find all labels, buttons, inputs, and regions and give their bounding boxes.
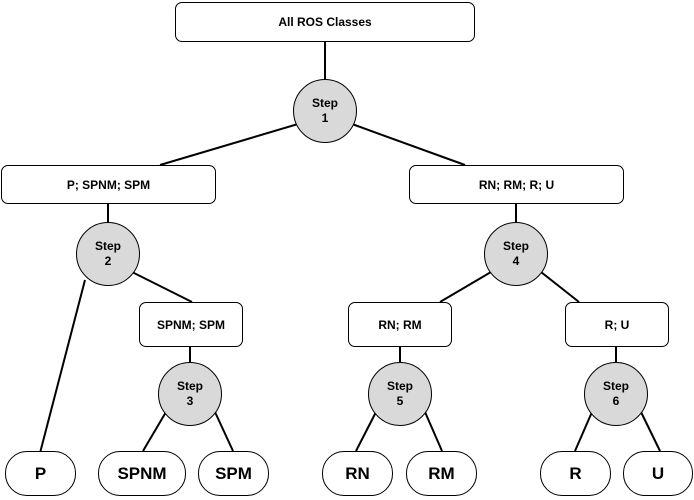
edge-step6-leaf-r <box>574 411 593 452</box>
group-p-spnm-spm-label: P; SPNM; SPM <box>66 177 151 192</box>
group-rn-rm-r-u: RN; RM; R; U <box>409 165 624 204</box>
leaf-rm-label: RM <box>428 463 455 483</box>
edge-step2-leaf-p <box>39 279 86 454</box>
step-4-number: 4 <box>512 254 520 268</box>
group-rn-rm-label: RN; RM <box>378 317 422 332</box>
leaf-spnm-label: SPNM <box>117 463 167 483</box>
step-6-word: Step <box>602 379 629 393</box>
leaf-r: R <box>540 451 611 496</box>
leaf-u: U <box>623 451 693 496</box>
edge-step6-leaf-u <box>640 411 661 452</box>
root-label: All ROS Classes <box>278 15 372 29</box>
step-5-node: Step 5 <box>368 362 432 426</box>
step-3-number: 3 <box>186 394 194 408</box>
step-4-word: Step <box>502 239 529 253</box>
step-5-word: Step <box>386 379 413 393</box>
root-all-ros-classes: All ROS Classes <box>175 2 475 42</box>
edge-step1-right-group <box>351 123 466 166</box>
step-6-node: Step 6 <box>584 362 648 426</box>
group-spnm-spm-label: SPNM; SPM <box>156 317 225 332</box>
step-2-number: 2 <box>104 254 112 268</box>
edge-step3-leaf-spm <box>214 411 234 452</box>
step-4-node: Step 4 <box>484 222 548 286</box>
step-3-word: Step <box>176 379 203 393</box>
group-r-u-label: R; U <box>604 317 630 332</box>
edge-step5-leaf-rm <box>424 411 443 452</box>
group-r-u: R; U <box>565 302 669 347</box>
leaf-p: P <box>5 451 76 496</box>
edge-step5-leaf-rn <box>355 411 377 452</box>
group-rn-rm-r-u-label: RN; RM; R; U <box>478 177 555 192</box>
leaf-spm-label: SPM <box>215 463 252 483</box>
step-5-number: 5 <box>396 394 404 408</box>
leaf-rn-label: RN <box>345 463 370 483</box>
edge-step4-r-u <box>540 271 580 303</box>
edge-step4-rn-rm <box>439 271 492 303</box>
leaf-p-label: P <box>34 463 47 483</box>
leaf-r-label: R <box>569 463 582 483</box>
step-1-number: 1 <box>321 111 329 125</box>
step-2-word: Step <box>94 239 121 253</box>
edge-step2-spnm-spm <box>131 271 193 303</box>
leaf-u-label: U <box>651 463 665 483</box>
leaf-rm: RM <box>406 451 477 496</box>
group-rn-rm: RN; RM <box>348 302 452 347</box>
step-1-node: Step 1 <box>293 79 357 143</box>
step-2-node: Step 2 <box>76 222 140 286</box>
edge-step1-left-group <box>159 123 299 166</box>
leaf-spm: SPM <box>198 451 269 496</box>
step-6-number: 6 <box>612 394 620 408</box>
step-3-node: Step 3 <box>158 362 222 426</box>
step-1-word: Step <box>311 96 338 110</box>
group-p-spnm-spm: P; SPNM; SPM <box>1 165 216 204</box>
leaf-spnm: SPNM <box>98 451 186 496</box>
leaf-rn: RN <box>322 451 393 496</box>
group-spnm-spm: SPNM; SPM <box>139 302 243 347</box>
edge-step3-leaf-spnm <box>142 411 167 452</box>
